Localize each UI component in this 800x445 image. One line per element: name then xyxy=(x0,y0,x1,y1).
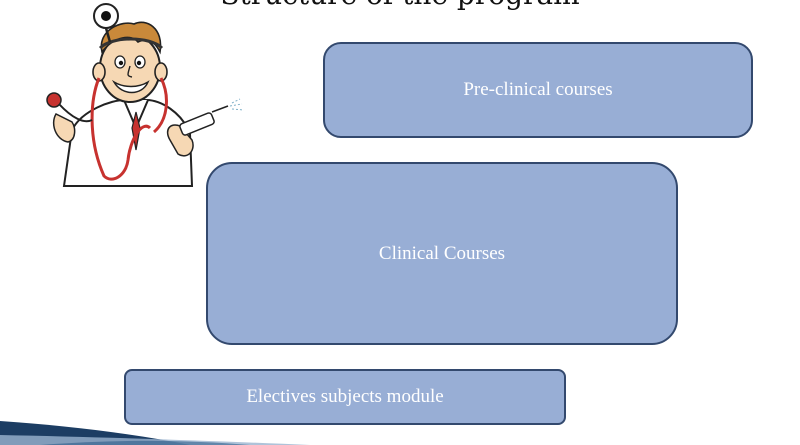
slide-title: Structure of the program xyxy=(0,0,800,11)
preclinical-courses-box: Pre-clinical courses xyxy=(323,42,753,138)
clinical-courses-label: Clinical Courses xyxy=(378,242,506,264)
electives-module-box: Electives subjects module xyxy=(124,369,566,425)
preclinical-courses-label: Pre-clinical courses xyxy=(463,79,613,100)
clinical-courses-box: Clinical Courses xyxy=(206,162,678,345)
doctor-cartoon-illustration xyxy=(46,3,245,187)
electives-module-label: Electives subjects module xyxy=(246,386,444,407)
slide-bottom-swoosh-decoration xyxy=(0,421,310,445)
